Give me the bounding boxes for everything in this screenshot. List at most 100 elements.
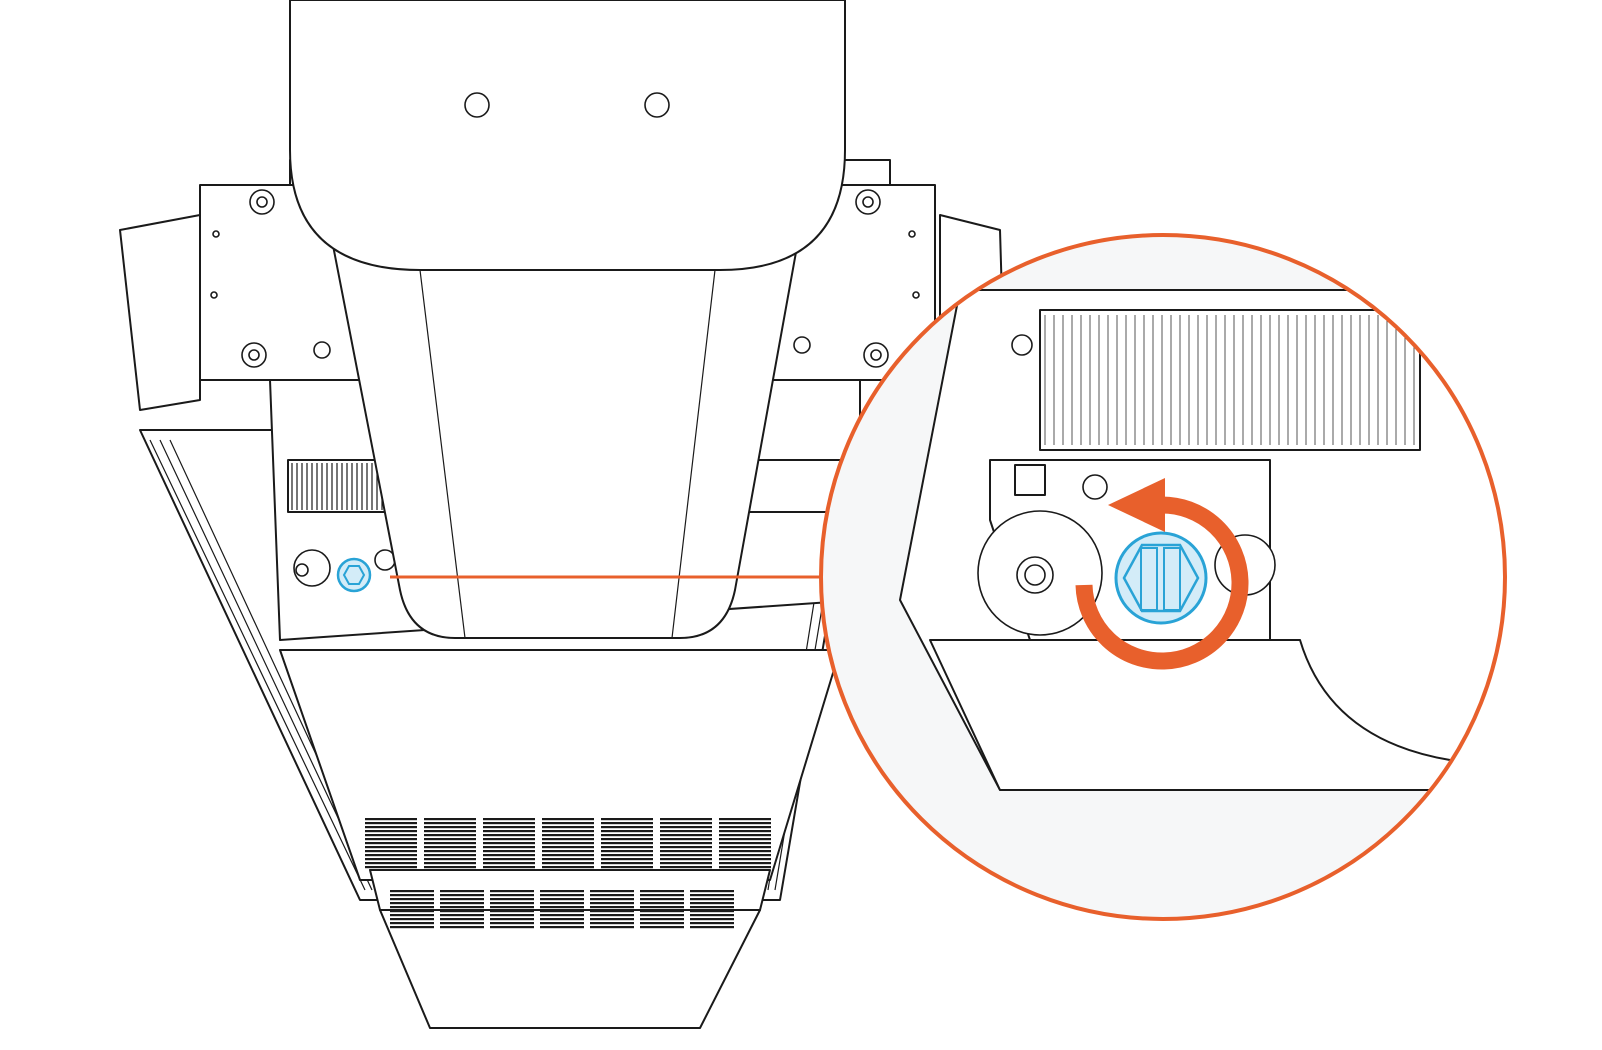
handle-column	[289, 0, 846, 639]
vent-slot	[719, 866, 771, 869]
vent-slot	[490, 898, 534, 901]
vent-slot	[490, 926, 534, 929]
vent-slot	[601, 838, 653, 841]
vent-slot	[483, 858, 535, 861]
vent-slot	[719, 838, 771, 841]
vent-slot	[440, 926, 484, 929]
vent-slot	[483, 830, 535, 833]
vent-slot	[483, 822, 535, 825]
vent-slot	[640, 926, 684, 929]
vent-slot	[365, 822, 417, 825]
vent-slot	[542, 850, 594, 853]
vent-slot	[590, 894, 634, 897]
vent-slot	[660, 834, 712, 837]
vent-slot	[640, 906, 684, 909]
vent-slot	[424, 862, 476, 865]
drain-plug-icon-magnified[interactable]	[1114, 531, 1208, 625]
vent-slot	[660, 854, 712, 857]
vent-slot	[690, 894, 734, 897]
vent-slot	[365, 846, 417, 849]
vent-slot	[719, 818, 771, 821]
vent-slot	[490, 894, 534, 897]
vent-slot	[483, 862, 535, 865]
vent-slot	[542, 834, 594, 837]
vent-slot	[719, 862, 771, 865]
vent-slot	[719, 842, 771, 845]
vent-slot	[540, 926, 584, 929]
vent-slot	[660, 842, 712, 845]
vent-slot	[424, 866, 476, 869]
vent-slot	[690, 902, 734, 905]
vent-grille-upper	[365, 818, 771, 869]
vent-slot	[440, 922, 484, 925]
vent-slot	[660, 850, 712, 853]
vent-slot	[601, 830, 653, 833]
vent-slot	[440, 898, 484, 901]
vent-slot	[365, 850, 417, 853]
vent-slot	[640, 918, 684, 921]
drain-plug-icon[interactable]	[336, 557, 372, 593]
vent-slot	[719, 850, 771, 853]
vent-slot	[540, 902, 584, 905]
vent-slot	[483, 818, 535, 821]
vent-slot	[540, 894, 584, 897]
vent-slot	[660, 818, 712, 821]
vent-slot	[424, 842, 476, 845]
vent-slot	[542, 838, 594, 841]
vent-slot	[440, 902, 484, 905]
rotate-counterclockwise-arrow-icon	[1075, 478, 1249, 670]
vent-slot	[365, 830, 417, 833]
vent-slot	[365, 826, 417, 829]
vent-slot	[690, 922, 734, 925]
vent-slot	[540, 906, 584, 909]
vent-slot	[390, 894, 434, 897]
vent-slot	[660, 822, 712, 825]
vent-slot	[601, 866, 653, 869]
vent-slot	[390, 902, 434, 905]
vent-slot	[440, 918, 484, 921]
vent-slot	[719, 846, 771, 849]
vent-slot	[483, 834, 535, 837]
vent-slot	[719, 858, 771, 861]
vent-slot	[483, 850, 535, 853]
vent-grille-lower	[390, 890, 734, 929]
vent-slot	[542, 862, 594, 865]
vent-slot	[690, 890, 734, 893]
vent-slot	[601, 846, 653, 849]
vent-slot	[365, 866, 417, 869]
vent-slot	[690, 910, 734, 913]
vent-slot	[719, 854, 771, 857]
vent-slot	[601, 862, 653, 865]
vent-slot	[542, 830, 594, 833]
vent-slot	[440, 894, 484, 897]
vent-slot	[660, 866, 712, 869]
vent-slot	[540, 914, 584, 917]
vent-slot	[690, 914, 734, 917]
vent-slot	[542, 866, 594, 869]
vent-slot	[601, 834, 653, 837]
vent-slot	[540, 910, 584, 913]
vent-slot	[424, 850, 476, 853]
vent-slot	[590, 898, 634, 901]
vent-slot	[390, 890, 434, 893]
vent-slot	[660, 826, 712, 829]
vent-slot	[424, 854, 476, 857]
vent-slot	[365, 854, 417, 857]
vent-slot	[640, 910, 684, 913]
vent-slot	[660, 838, 712, 841]
vent-slot	[601, 842, 653, 845]
vent-slot	[660, 862, 712, 865]
vent-slot	[601, 858, 653, 861]
vent-slot	[601, 826, 653, 829]
vent-slot	[660, 858, 712, 861]
vent-slot	[590, 902, 634, 905]
vent-slot	[490, 922, 534, 925]
vent-slot	[440, 914, 484, 917]
vent-slot	[390, 898, 434, 901]
vent-slot	[490, 890, 534, 893]
vent-slot	[390, 922, 434, 925]
vent-slot	[540, 918, 584, 921]
vent-slot	[540, 898, 584, 901]
vent-slot	[660, 846, 712, 849]
